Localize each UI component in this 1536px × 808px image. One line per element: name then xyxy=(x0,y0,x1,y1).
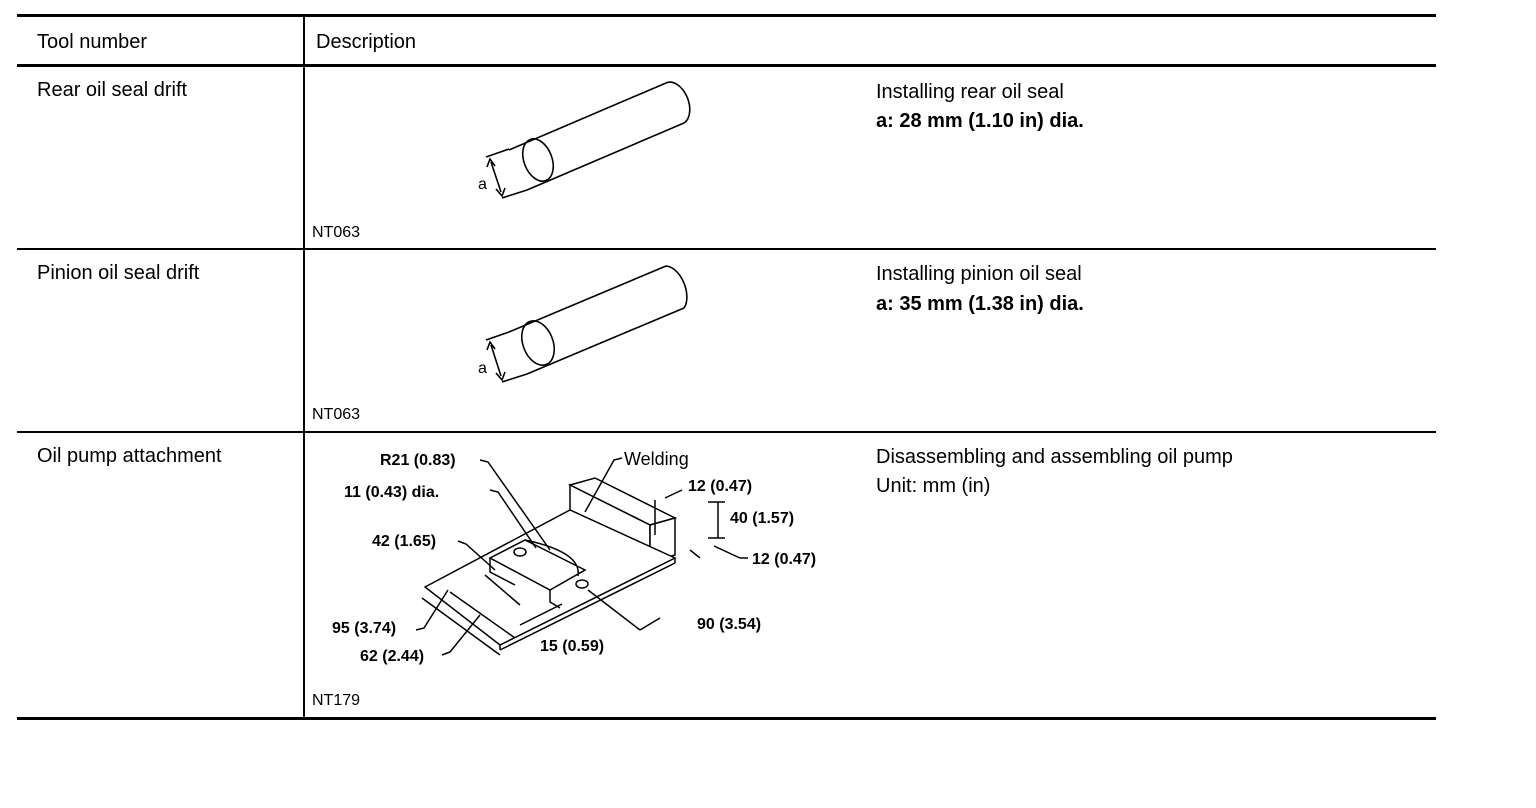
tool-spec: a: 28 mm (1.10 in) dia. xyxy=(876,110,1084,132)
dim-12-bottom: 12 (0.47) xyxy=(752,551,816,568)
dim-95: 95 (3.74) xyxy=(332,620,396,637)
row-divider-2 xyxy=(17,431,1436,433)
column-divider xyxy=(303,14,305,720)
row-divider-1 xyxy=(17,248,1436,250)
dim-42: 42 (1.65) xyxy=(372,533,436,550)
tool-name: Oil pump attachment xyxy=(37,445,222,467)
table-top-rule xyxy=(17,14,1436,17)
header-description: Description xyxy=(316,31,417,53)
dimension-label: a xyxy=(478,176,487,193)
tool-use: Disassembling and assembling oil pump xyxy=(876,446,1233,468)
dim-40: 40 (1.57) xyxy=(730,510,794,527)
tool-use: Installing rear oil seal xyxy=(876,81,1064,103)
dim-r21: R21 (0.83) xyxy=(380,452,456,469)
figure-code: NT063 xyxy=(312,224,361,241)
dimension-label: a xyxy=(478,360,487,377)
tool-spec: a: 35 mm (1.38 in) dia. xyxy=(876,293,1084,315)
dim-90: 90 (3.54) xyxy=(697,616,761,633)
figure-code: NT063 xyxy=(312,406,361,423)
table-bottom-rule xyxy=(17,717,1436,720)
dim-15: 15 (0.59) xyxy=(540,638,604,655)
drift-illustration: a xyxy=(478,81,691,199)
oil-pump-attachment-illustration: R21 (0.83) 11 (0.43) dia. 42 (1.65) 95 (… xyxy=(332,449,816,665)
dim-hole: 11 (0.43) dia. xyxy=(344,484,439,501)
dim-62: 62 (2.44) xyxy=(360,648,424,665)
drift-illustration: a xyxy=(478,265,688,383)
welding-label: Welding xyxy=(624,449,689,469)
tool-name: Pinion oil seal drift xyxy=(37,262,200,284)
tool-spec: Unit: mm (in) xyxy=(876,475,991,497)
header-bottom-rule xyxy=(17,64,1436,67)
tool-use: Installing pinion oil seal xyxy=(876,263,1082,285)
figure-code: NT179 xyxy=(312,692,361,709)
header-tool-number: Tool number xyxy=(37,31,148,53)
tool-name: Rear oil seal drift xyxy=(37,79,188,101)
dim-12-top: 12 (0.47) xyxy=(688,478,752,495)
